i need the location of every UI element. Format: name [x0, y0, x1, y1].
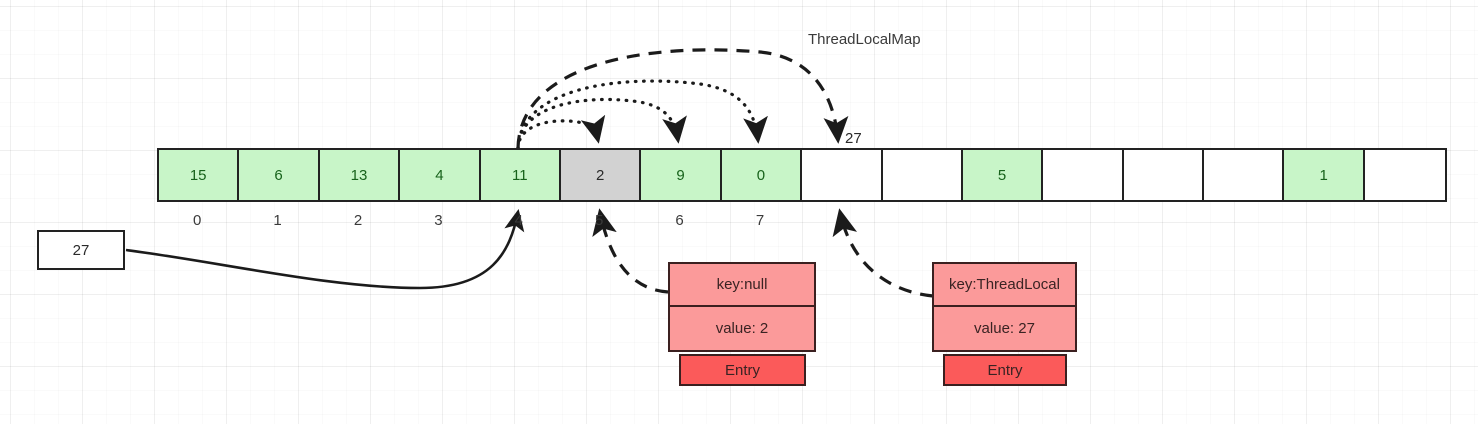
- array-index-label-4: 4: [514, 212, 523, 229]
- source-value-box[interactable]: 27: [37, 230, 125, 270]
- entry-node-null[interactable]: Entry key:null value: 2: [668, 262, 816, 386]
- array-cell-6[interactable]: 9: [641, 150, 722, 200]
- array-cell-14[interactable]: 1: [1284, 150, 1365, 200]
- array-index-label-3: 3: [434, 212, 443, 229]
- entry-node-threadlocal[interactable]: Entry key:ThreadLocal value: 27: [932, 262, 1077, 386]
- entry-null-to-index5-connector: [592, 208, 669, 294]
- array-cell-12[interactable]: [1123, 150, 1205, 200]
- arc-rehash-to-index8: [516, 48, 849, 149]
- array-cell-8[interactable]: [802, 150, 883, 200]
- entry-threadlocal-to-index8-connector: [832, 208, 934, 298]
- array-cell-2[interactable]: 13: [319, 150, 401, 200]
- array-cell-10[interactable]: 5: [962, 150, 1044, 200]
- array-cell-15[interactable]: [1364, 150, 1446, 200]
- array-cell-0[interactable]: 15: [159, 150, 240, 200]
- array-index-label-1: 1: [273, 212, 282, 229]
- array-index-label-2: 2: [353, 212, 363, 229]
- array-cell-1[interactable]: 6: [239, 150, 320, 200]
- entry-key-row-1: key:ThreadLocal: [934, 264, 1075, 307]
- array-index-label-5: 5: [595, 212, 604, 229]
- array-cell-3[interactable]: 4: [400, 150, 481, 200]
- array-cell-7[interactable]: 0: [721, 150, 803, 200]
- probe-arc-to-index6: [516, 97, 687, 150]
- array-cell-5[interactable]: 2: [560, 150, 642, 200]
- array-cell-4[interactable]: 11: [480, 150, 561, 200]
- entry-tag-label-1: Entry: [943, 354, 1067, 386]
- array-index-label-7: 7: [755, 212, 765, 229]
- array-cell-11[interactable]: [1043, 150, 1124, 200]
- array-index-label-6: 6: [675, 212, 684, 229]
- array-cell-9[interactable]: [882, 150, 963, 200]
- diagram-title: ThreadLocalMap: [808, 31, 921, 48]
- array-cell-13[interactable]: [1204, 150, 1285, 200]
- probe-arc-to-index7: [516, 79, 768, 150]
- entry-key-row-0: key:null: [670, 264, 814, 307]
- entry-value-row-0: value: 2: [715, 320, 769, 337]
- array-index-label-0: 0: [193, 212, 202, 229]
- entry-tag-label-0: Entry: [679, 354, 806, 386]
- entry-value-row-1: value: 27: [974, 320, 1035, 337]
- arc-head-label: 27: [845, 130, 862, 147]
- probe-arc-to-index5: [516, 114, 606, 150]
- source-to-index4-connector: [125, 208, 525, 290]
